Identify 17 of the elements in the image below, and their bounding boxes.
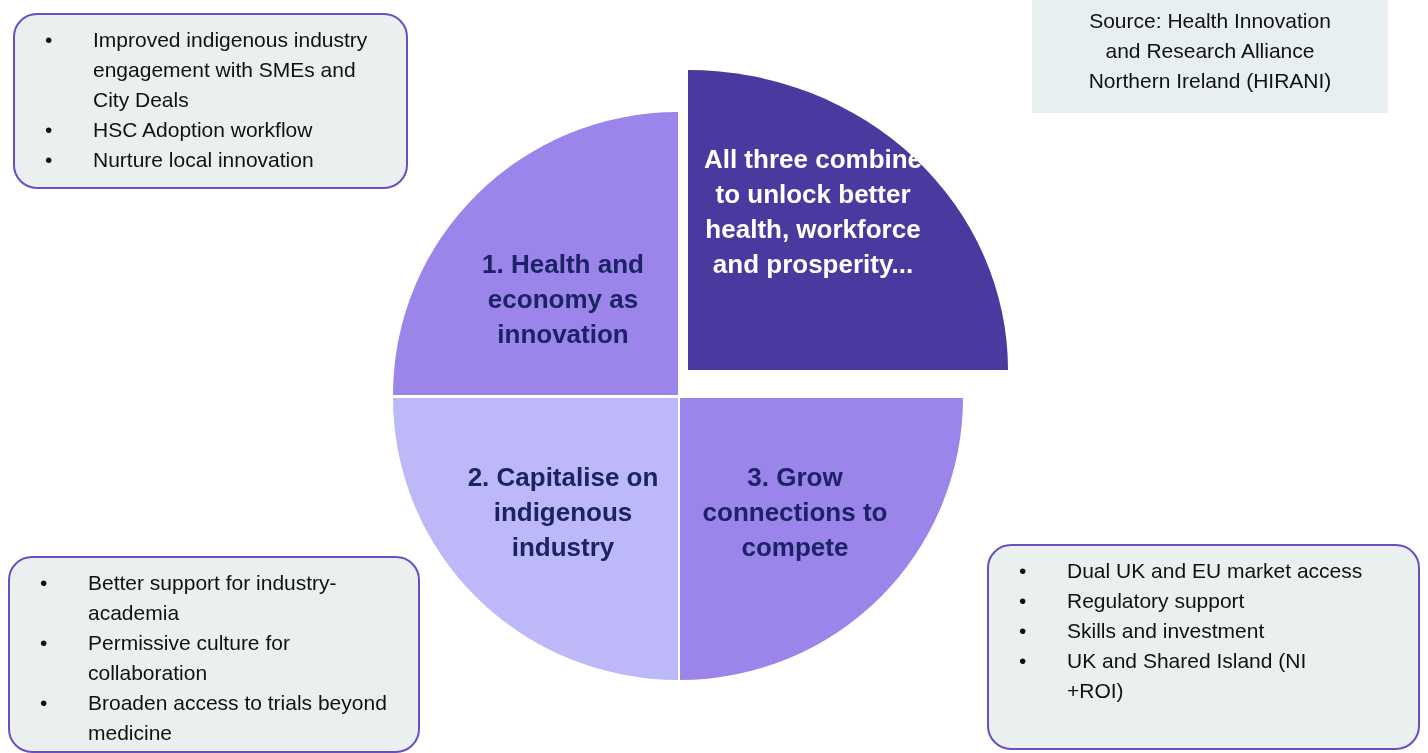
source-note: Source: Health Innovation and Research Alliance Northern Ireland (HIRANI) xyxy=(1032,0,1388,113)
bullet-point: • Dual UK and EU market access xyxy=(1019,558,1364,584)
bullet-point: • Skills and investment xyxy=(1019,618,1266,644)
bullet-point: • Permissive culture for collaboration xyxy=(40,630,291,686)
bullet-point: • Regulatory support xyxy=(1019,588,1246,614)
bullet-point: • Nurture local innovation xyxy=(45,147,315,173)
bullet-point: • Better support for industry-academia xyxy=(40,570,338,626)
bullet-point: • Improved indigenous industry engagement with SMEs and City Deals xyxy=(45,27,369,113)
quadrant-label: 2. Capitalise on indigenous industry xyxy=(466,461,660,564)
info-card xyxy=(13,13,408,189)
info-card xyxy=(8,556,420,753)
quadrant-label: 1. Health and economy as innovation xyxy=(481,248,645,351)
info-card xyxy=(987,544,1420,750)
bullet-point: • HSC Adoption workflow xyxy=(45,117,314,143)
bullet-point: • UK and Shared Island (NI +ROI) xyxy=(1019,648,1308,704)
quadrant-label: 3. Grow connections to compete xyxy=(701,461,889,564)
bullet-point: • Broaden access to trials beyond medicine xyxy=(40,690,388,746)
